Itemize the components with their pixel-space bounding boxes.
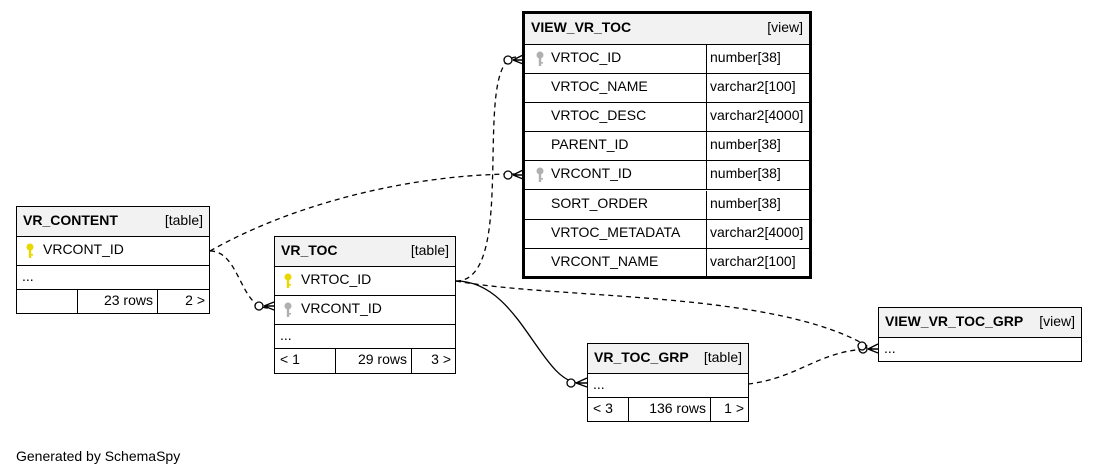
parent-count[interactable]: < 3 <box>593 400 613 416</box>
more-row: ... <box>884 340 896 356</box>
column-type: number[38] <box>710 194 781 211</box>
column-name: PARENT_ID <box>551 136 629 153</box>
table-vr-toc[interactable]: VR_TOC [table] VRTOC_ID VRCONT_ID ... < … <box>274 236 456 374</box>
table-kind: [table] <box>410 242 449 258</box>
table-header: VR_CONTENT [table] <box>17 207 209 237</box>
primary-key-icon <box>26 243 34 258</box>
column-name: VRTOC_NAME <box>551 78 648 95</box>
child-count[interactable]: 1 > <box>724 400 744 416</box>
table-name: VIEW_VR_TOC <box>531 19 632 35</box>
table-vr-toc-grp[interactable]: VR_TOC_GRP [table] ... < 3 136 rows 1 > <box>587 343 749 422</box>
column-row[interactable]: VRTOC_ID <box>275 267 455 296</box>
table-header: VIEW_VR_TOC_GRP [view] <box>879 308 1081 338</box>
column-row[interactable]: VRCONT_ID <box>275 296 455 325</box>
column-name: SORT_ORDER <box>551 194 648 211</box>
more-row: ... <box>588 374 748 398</box>
column-row[interactable]: VRTOC_ID number[38] <box>525 45 809 75</box>
column-name: VRTOC_METADATA <box>551 223 681 240</box>
view-view-vr-toc-grp[interactable]: VIEW_VR_TOC_GRP [view] ... <box>878 307 1082 362</box>
generated-by-text: Generated by SchemaSpy <box>16 448 181 464</box>
table-header: VIEW_VR_TOC [view] <box>525 14 809 45</box>
table-footer: < 1 29 rows 3 > <box>275 349 455 373</box>
more-row: ... <box>275 325 455 349</box>
column-row[interactable]: VRTOC_NAME varchar2[100] <box>525 74 809 104</box>
table-name: VR_CONTENT <box>23 212 118 228</box>
column-name: VRCONT_NAME <box>551 252 659 269</box>
child-count[interactable]: 2 > <box>185 292 205 308</box>
table-header: VR_TOC_GRP [table] <box>588 344 748 374</box>
parent-count[interactable]: < 1 <box>280 351 300 367</box>
column-row[interactable]: PARENT_ID number[38] <box>525 132 809 162</box>
column-type: number[38] <box>710 49 781 65</box>
child-count[interactable]: 3 > <box>431 351 451 367</box>
column-type: number[38] <box>710 136 781 153</box>
edge-vr-toc-vr-toc-grp <box>455 280 581 384</box>
edge-vr-content-vr-toc <box>209 250 269 309</box>
column-name: VRCONT_ID <box>301 300 382 316</box>
column-row[interactable]: VRCONT_ID <box>17 237 209 266</box>
table-vr-content[interactable]: VR_CONTENT [table] VRCONT_ID ... 23 rows… <box>16 206 210 314</box>
column-row[interactable]: SORT_ORDER number[38] <box>525 190 809 220</box>
edge-vr-toc-view-vr-toc <box>455 56 517 282</box>
table-kind: [view] <box>767 19 803 35</box>
column-name: VRTOC_ID <box>551 49 622 65</box>
edge-vr-toc-grp-view-vr-toc-grp <box>747 348 873 385</box>
foreign-key-icon <box>536 167 544 183</box>
edge-vr-toc-view-vr-toc-grp <box>455 280 873 350</box>
column-type: varchar2[100] <box>710 78 796 95</box>
column-row[interactable]: VRTOC_METADATA varchar2[4000] <box>525 219 809 249</box>
table-kind: [table] <box>703 349 742 365</box>
more-row: ... <box>17 266 209 290</box>
table-name: VR_TOC_GRP <box>594 349 689 365</box>
column-type: varchar2[4000] <box>710 223 804 240</box>
table-header: VR_TOC [table] <box>275 237 455 267</box>
column-row[interactable]: VRCONT_ID number[38] <box>525 161 809 191</box>
row-count: 136 rows <box>649 400 706 416</box>
foreign-key-icon <box>284 302 292 317</box>
row-count: 23 rows <box>103 292 153 308</box>
column-type: varchar2[4000] <box>710 107 804 124</box>
foreign-key-icon <box>536 51 544 66</box>
table-name: VIEW_VR_TOC_GRP <box>885 313 1024 329</box>
column-name: VRCONT_ID <box>43 241 124 257</box>
column-name: VRTOC_DESC <box>551 107 647 124</box>
row-count: 29 rows <box>357 351 407 367</box>
column-row[interactable]: VRCONT_NAME varchar2[100] <box>525 248 809 278</box>
edge-vr-content-view-vr-toc <box>209 173 517 252</box>
column-type: varchar2[100] <box>710 252 796 269</box>
primary-key-icon <box>284 273 292 288</box>
column-type: number[38] <box>710 165 781 182</box>
column-row[interactable]: VRTOC_DESC varchar2[4000] <box>525 103 809 133</box>
table-kind: [table] <box>164 212 203 228</box>
table-kind: [view] <box>1039 313 1075 329</box>
column-name: VRCONT_ID <box>551 165 632 182</box>
table-footer: < 3 136 rows 1 > <box>588 398 748 421</box>
column-name: VRTOC_ID <box>301 271 372 287</box>
table-footer: 23 rows 2 > <box>17 290 209 313</box>
table-name: VR_TOC <box>281 242 338 258</box>
